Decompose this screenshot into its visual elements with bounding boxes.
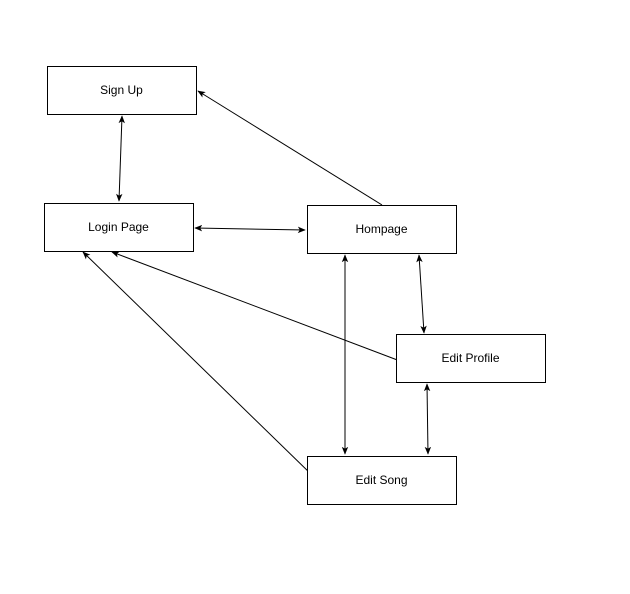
edge-login-to-homepage: [194, 224, 306, 234]
node-box-editprofile: [396, 334, 546, 383]
node-box-editsong: [307, 456, 457, 505]
node-editprofile: Edit Profile: [396, 334, 546, 383]
node-label-editprofile: Edit Profile: [441, 351, 499, 365]
node-box-signup: [47, 66, 197, 115]
node-label-homepage: Hompage: [355, 222, 407, 236]
node-homepage: Hompage: [307, 205, 457, 254]
node-box-login: [44, 203, 194, 252]
edge-editprofile-to-editsong: [423, 383, 432, 455]
node-label-editsong: Edit Song: [355, 473, 407, 487]
node-login: Login Page: [44, 203, 194, 252]
node-label-signup: Sign Up: [100, 83, 143, 97]
edge-homepage-to-signup: [197, 90, 383, 206]
node-signup: Sign Up: [47, 66, 197, 115]
edge-homepage-to-editprofile: [416, 254, 427, 334]
node-box-homepage: [307, 205, 457, 254]
edges-layer: [82, 90, 432, 477]
node-label-login: Login Page: [88, 220, 149, 234]
node-editsong: Edit Song: [307, 456, 457, 505]
edge-editsong-to-login: [82, 251, 314, 477]
edge-signup-to-login: [116, 115, 125, 202]
edge-editprofile-to-login: [111, 251, 401, 362]
